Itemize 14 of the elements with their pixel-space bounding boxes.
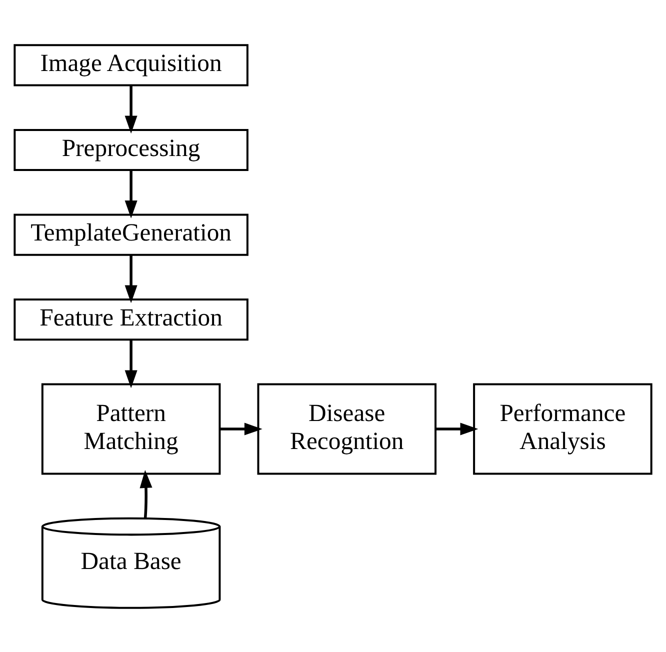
node-box: Disease Recogntion (257, 382, 437, 474)
node-box: Image Acquisition (14, 44, 248, 86)
node-box: Performance Analysis (473, 382, 652, 474)
arrow (124, 84, 138, 134)
arrow (220, 422, 262, 435)
arrow (124, 254, 138, 303)
arrow (436, 422, 478, 435)
node-box: Preprocessing (14, 128, 248, 171)
arrow (124, 339, 138, 388)
arrow (124, 170, 138, 218)
arrow (140, 470, 152, 518)
node-box: TemplateGeneration (14, 213, 248, 256)
node-box: Feature Extraction (14, 298, 248, 340)
node-box: Pattern Matching (41, 382, 221, 474)
